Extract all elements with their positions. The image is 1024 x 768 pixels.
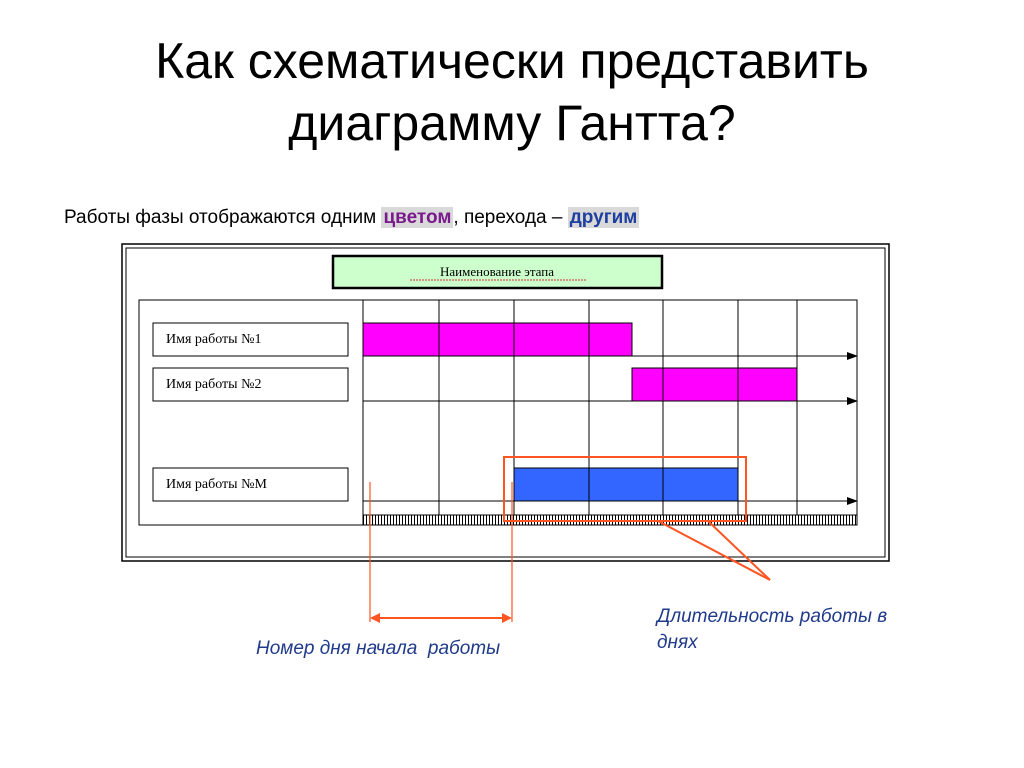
- duration-caption-line-1: Длительность работы в: [657, 606, 888, 627]
- start-day-caption-text: Номер дня начала работы: [256, 638, 501, 659]
- duration-caption: Длительность работы в днях: [657, 604, 887, 656]
- start-day-caption: Номер дня начала работы: [256, 636, 500, 662]
- duration-pointer-left: [657, 520, 771, 581]
- duration-highlight-box: [503, 456, 747, 522]
- row-label-box-3: [152, 467, 349, 502]
- row-label-1: Имя работы №1: [166, 332, 261, 347]
- task-bar-1: [362, 322, 633, 357]
- row-label-box-1: [152, 322, 349, 357]
- subtitle-highlight-color: цветом: [381, 207, 454, 228]
- start-day-measure-arrow: [370, 613, 512, 623]
- slide-title: Как схематически представить диаграмму Г…: [0, 30, 1024, 154]
- title-line-2: диаграмму Гантта?: [288, 95, 736, 151]
- subtitle-text-middle: , перехода –: [453, 207, 568, 228]
- row-label-box-2: [152, 367, 349, 402]
- subtitle-text-start: Работы фазы отображаются одним: [64, 207, 382, 228]
- subtitle-highlight-other: другим: [567, 207, 640, 228]
- stage-header-box: [331, 254, 664, 290]
- duration-caption-line-2: днях: [657, 632, 698, 653]
- row-label-2: Имя работы №2: [166, 377, 261, 392]
- title-line-1: Как схематически представить: [155, 33, 869, 89]
- diagram-inner-frame: [125, 247, 886, 558]
- task-bar-2: [631, 367, 798, 402]
- duration-pointer-right: [707, 520, 771, 581]
- slide-subtitle: Работы фазы отображаются одним цветом, п…: [64, 207, 640, 229]
- task-bar-3: [513, 467, 739, 502]
- diagram-outer-frame: [121, 243, 890, 562]
- row-label-3: Имя работы №М: [166, 477, 267, 492]
- stage-header-label: Наименование этапа: [440, 264, 554, 279]
